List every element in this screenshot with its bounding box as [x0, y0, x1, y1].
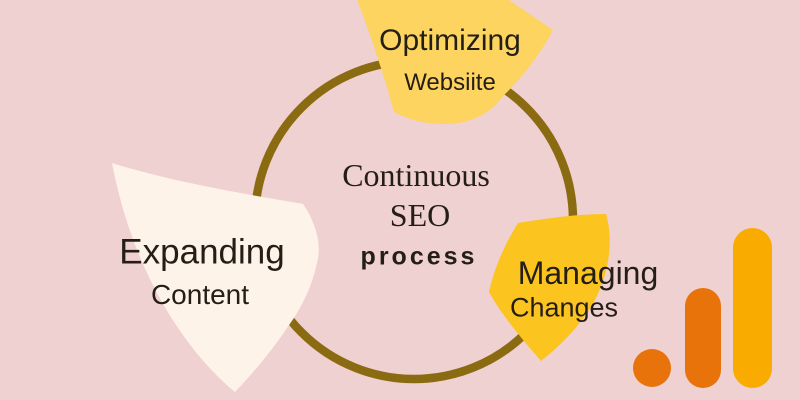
center-title-line3: process	[360, 242, 478, 271]
center-title-line2: SEO	[389, 197, 451, 233]
analytics-dot-icon	[633, 349, 671, 387]
optimizing-node-subtitle: Websiite	[404, 69, 496, 96]
analytics-bar-tall-icon	[733, 228, 772, 388]
center-title-line1: Continuous	[342, 157, 490, 193]
expanding-node-subtitle: Content	[150, 279, 250, 310]
analytics-bar-medium-icon	[685, 288, 721, 388]
managing-node-title: Managing	[517, 255, 659, 291]
optimizing-wedge	[357, 0, 553, 125]
managing-wedge	[489, 214, 610, 361]
expanding-wedge	[112, 163, 319, 392]
analytics-bars-logo-icon	[633, 228, 772, 388]
managing-node-subtitle: Changes	[509, 292, 619, 323]
expanding-node-title: Expanding	[119, 232, 285, 272]
optimizing-node-title: Optimizing	[379, 24, 521, 57]
